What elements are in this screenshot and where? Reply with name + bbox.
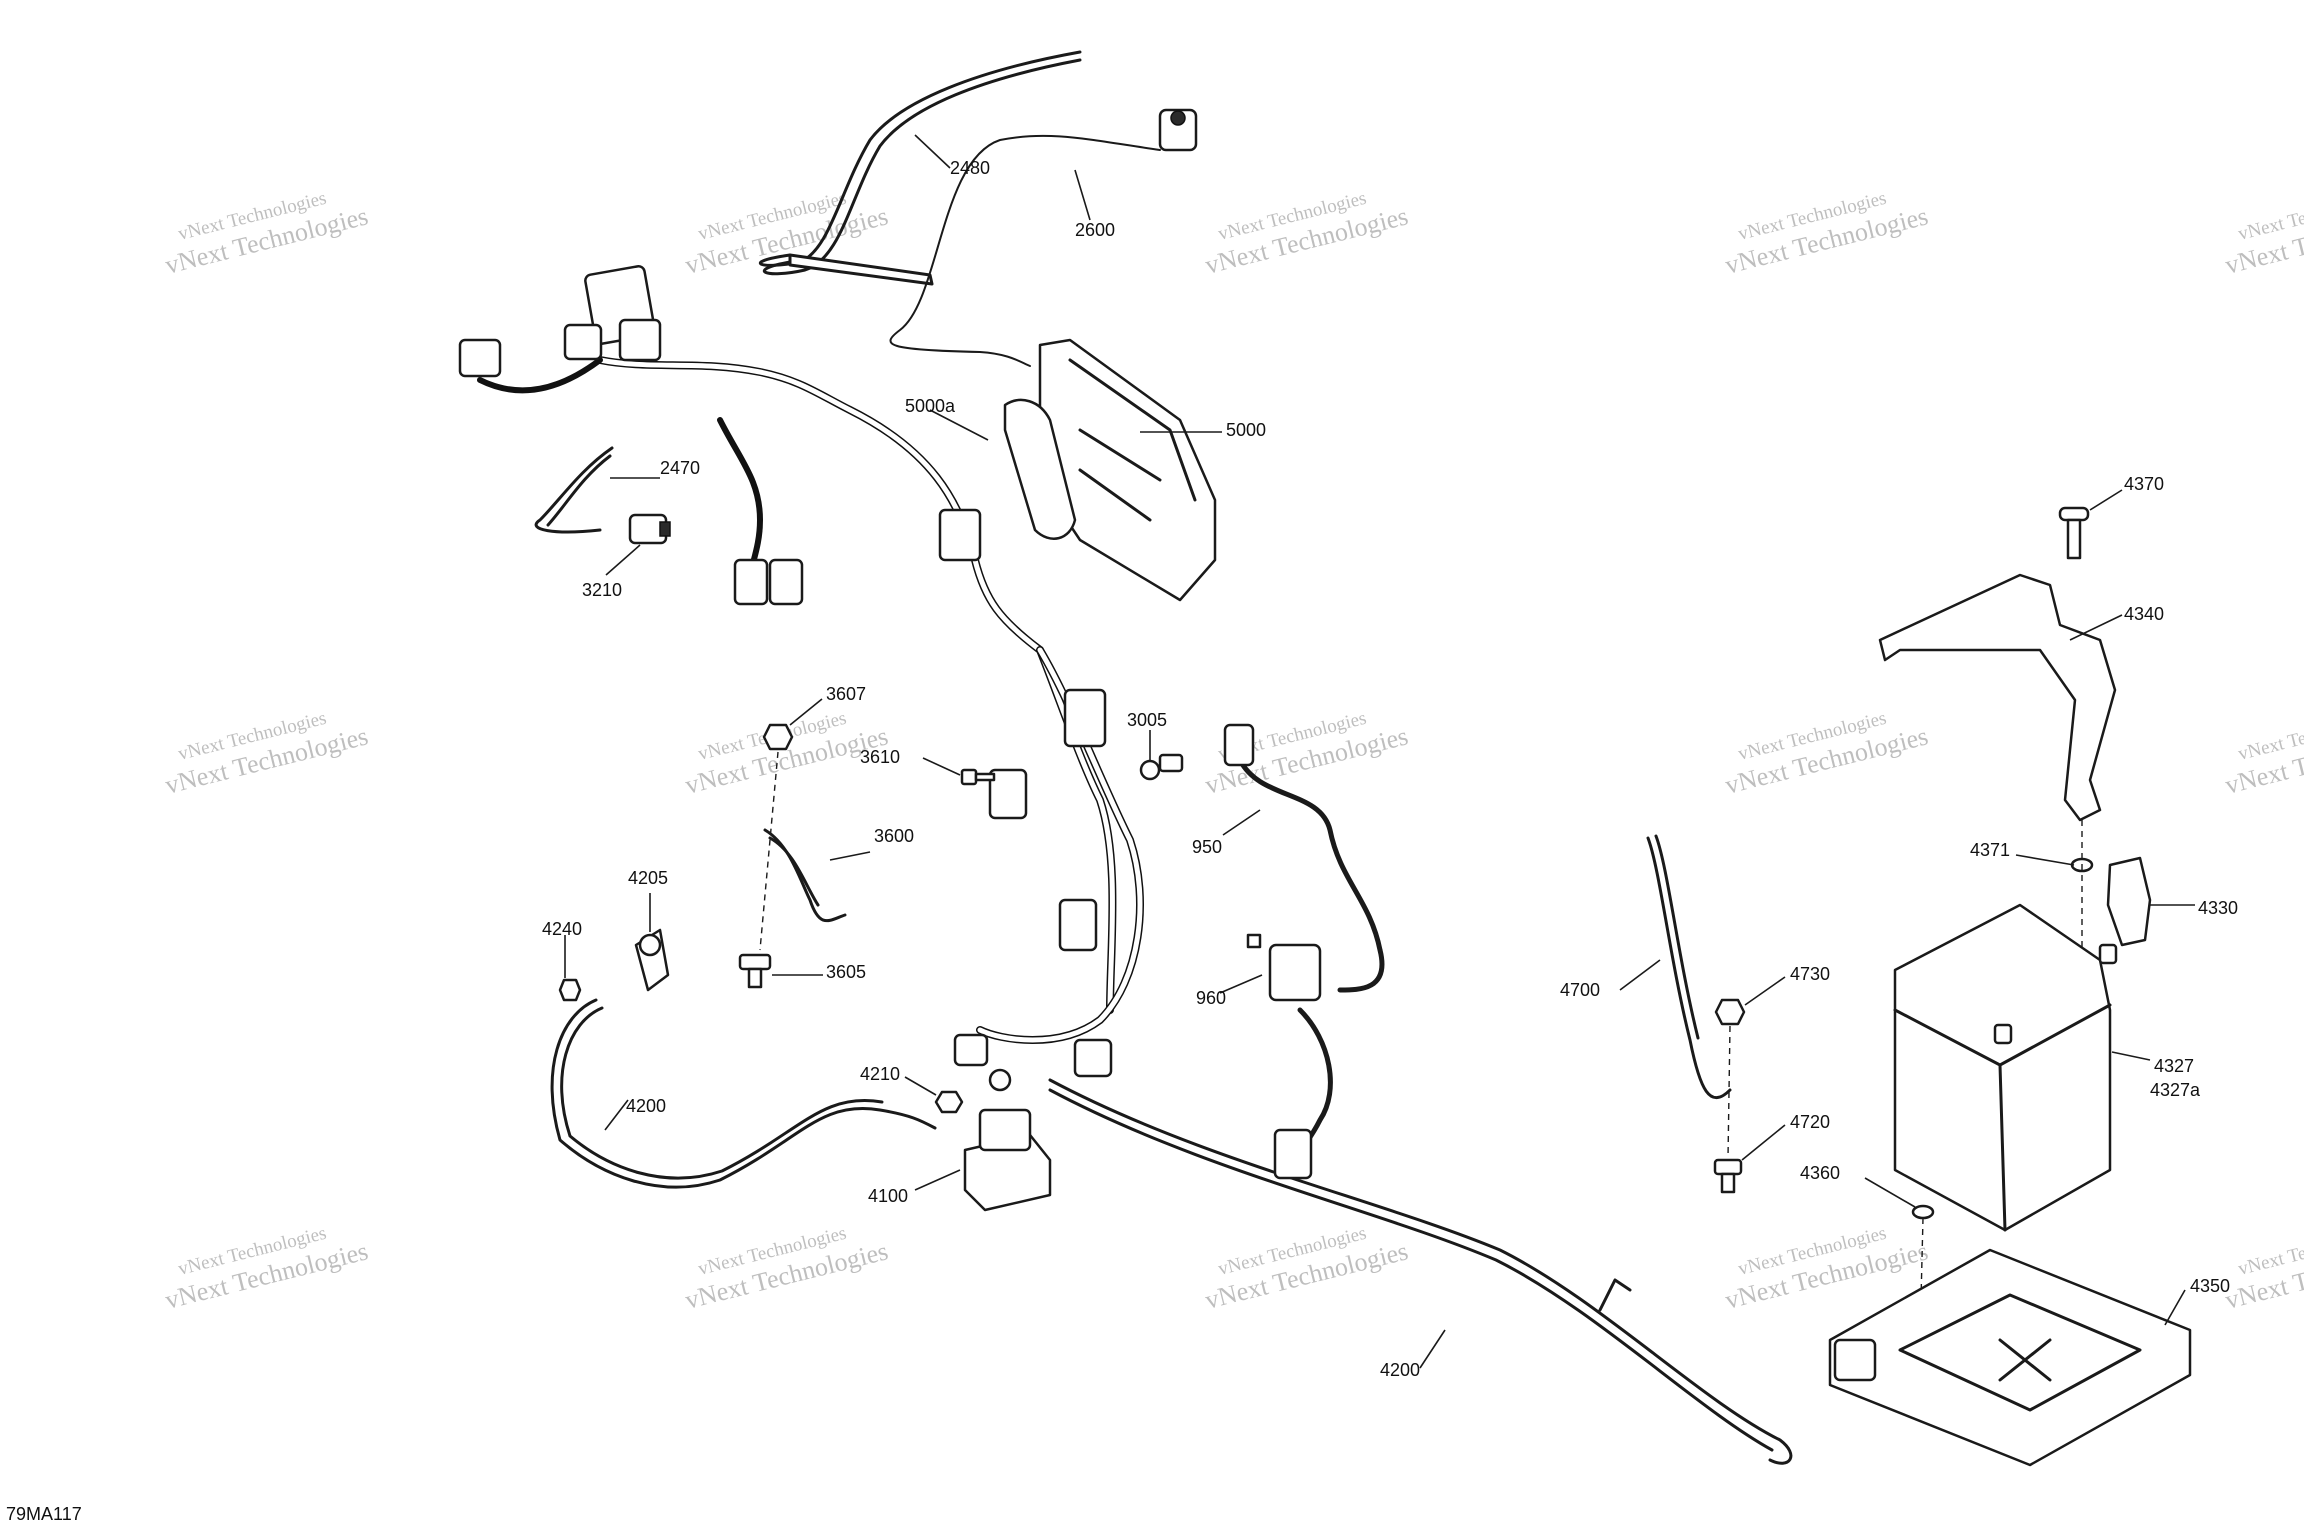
callout-3607: 3607 [826, 684, 866, 704]
callout-4200: 4200 [1380, 1360, 1420, 1380]
watermark: vNext Technologies vNext Technologies [1722, 708, 1931, 800]
callout-4210: 4210 [860, 1064, 900, 1084]
part-4205-terminal-cover [634, 928, 670, 992]
part-950-harness [1223, 723, 1385, 993]
part-main-harness [458, 265, 1144, 1078]
part-3605-bolt [738, 953, 772, 989]
watermark: vNext Technologies vNext Technologies [1722, 188, 1931, 280]
callout-5000a: 5000a [905, 396, 956, 416]
part-4200-cable [550, 998, 1793, 1465]
part-4370-bolt [2058, 506, 2090, 560]
callout-4327a: 4327a [2150, 1080, 2201, 1100]
part-2480-hose [759, 50, 1082, 286]
callout-960: 960 [1196, 988, 1226, 1008]
part-4340-bracket [1878, 573, 2117, 822]
callout-4720: 4720 [1790, 1112, 1830, 1132]
callout-4240: 4240 [542, 919, 582, 939]
part-2600-wire [889, 108, 1198, 367]
callout-4327: 4327 [2154, 1056, 2194, 1076]
callout-4371: 4371 [1970, 840, 2010, 860]
part-4350-battery-tray [1828, 1248, 2192, 1467]
callout-4370: 4370 [2124, 474, 2164, 494]
part-5000-module [1003, 338, 1217, 602]
callout-3600: 3600 [874, 826, 914, 846]
callout-4330: 4330 [2198, 898, 2238, 918]
part-3607-nut [762, 723, 794, 751]
watermark: vNext Technologies vNext Technologies [1202, 1223, 1411, 1315]
watermark: vNext Technologies vNext Technologies [162, 188, 371, 280]
watermark: vNext Technologies vNext Technologies [162, 708, 371, 800]
part-4360-fastener [1911, 1204, 1935, 1220]
part-2470-hose [534, 446, 614, 534]
watermark: vNext Technologies vNext Technologies [2222, 1223, 2304, 1315]
watermark: vNext Technologies vNext Technologies [2222, 708, 2304, 800]
part-4700-ground-strap [1646, 834, 1732, 1100]
callout-3610: 3610 [860, 747, 900, 767]
figure-reference: 79MA117 [6, 1504, 82, 1524]
callout-4360: 4360 [1800, 1163, 1840, 1183]
part-3210-sensor [628, 513, 671, 545]
callout-4100: 4100 [868, 1186, 908, 1206]
part-4330-terminal-cover [2106, 856, 2152, 947]
callout-3605: 3605 [826, 962, 866, 982]
callout-4200: 4200 [626, 1096, 666, 1116]
callout-4730: 4730 [1790, 964, 1830, 984]
callout-3005: 3005 [1127, 710, 1167, 730]
watermark: vNext Technologies vNext Technologies [1722, 1223, 1931, 1315]
callout-950: 950 [1192, 837, 1222, 857]
part-960-relay [1246, 933, 1333, 1180]
part-3005-fitting [1139, 753, 1184, 781]
assembly-line [1727, 1025, 1731, 1159]
callout-4350: 4350 [2190, 1276, 2230, 1296]
assembly-line [759, 751, 779, 951]
callout-5000: 5000 [1226, 420, 1266, 440]
callout-2480: 2480 [950, 158, 990, 178]
part-4730-nut [1714, 998, 1746, 1026]
callout-2470: 2470 [660, 458, 700, 478]
watermark: vNext Technologies vNext Technologies [162, 1223, 371, 1315]
callout-3210: 3210 [582, 580, 622, 600]
part-3610-screw [960, 768, 996, 786]
watermark: vNext Technologies vNext Technologies [682, 1223, 891, 1315]
watermark: vNext Technologies vNext Technologies [2222, 188, 2304, 280]
callout-4205: 4205 [628, 868, 668, 888]
watermark: vNext Technologies vNext Technologies [1202, 188, 1411, 280]
leader-lines [564, 134, 2195, 1369]
part-4100-solenoid [963, 1068, 1052, 1212]
callout-labels: 2480 2600 5000a 5000 2470 3210 3607 3610… [542, 158, 2238, 1380]
callout-4700: 4700 [1560, 980, 1600, 1000]
part-4210-nut [934, 1090, 964, 1114]
callout-2600: 2600 [1075, 220, 1115, 240]
callout-4340: 4340 [2124, 604, 2164, 624]
part-3600-cable [763, 828, 847, 923]
part-4240-nut [558, 978, 582, 1002]
part-4720-bolt [1713, 1158, 1743, 1194]
part-4327-battery [1893, 903, 2118, 1232]
